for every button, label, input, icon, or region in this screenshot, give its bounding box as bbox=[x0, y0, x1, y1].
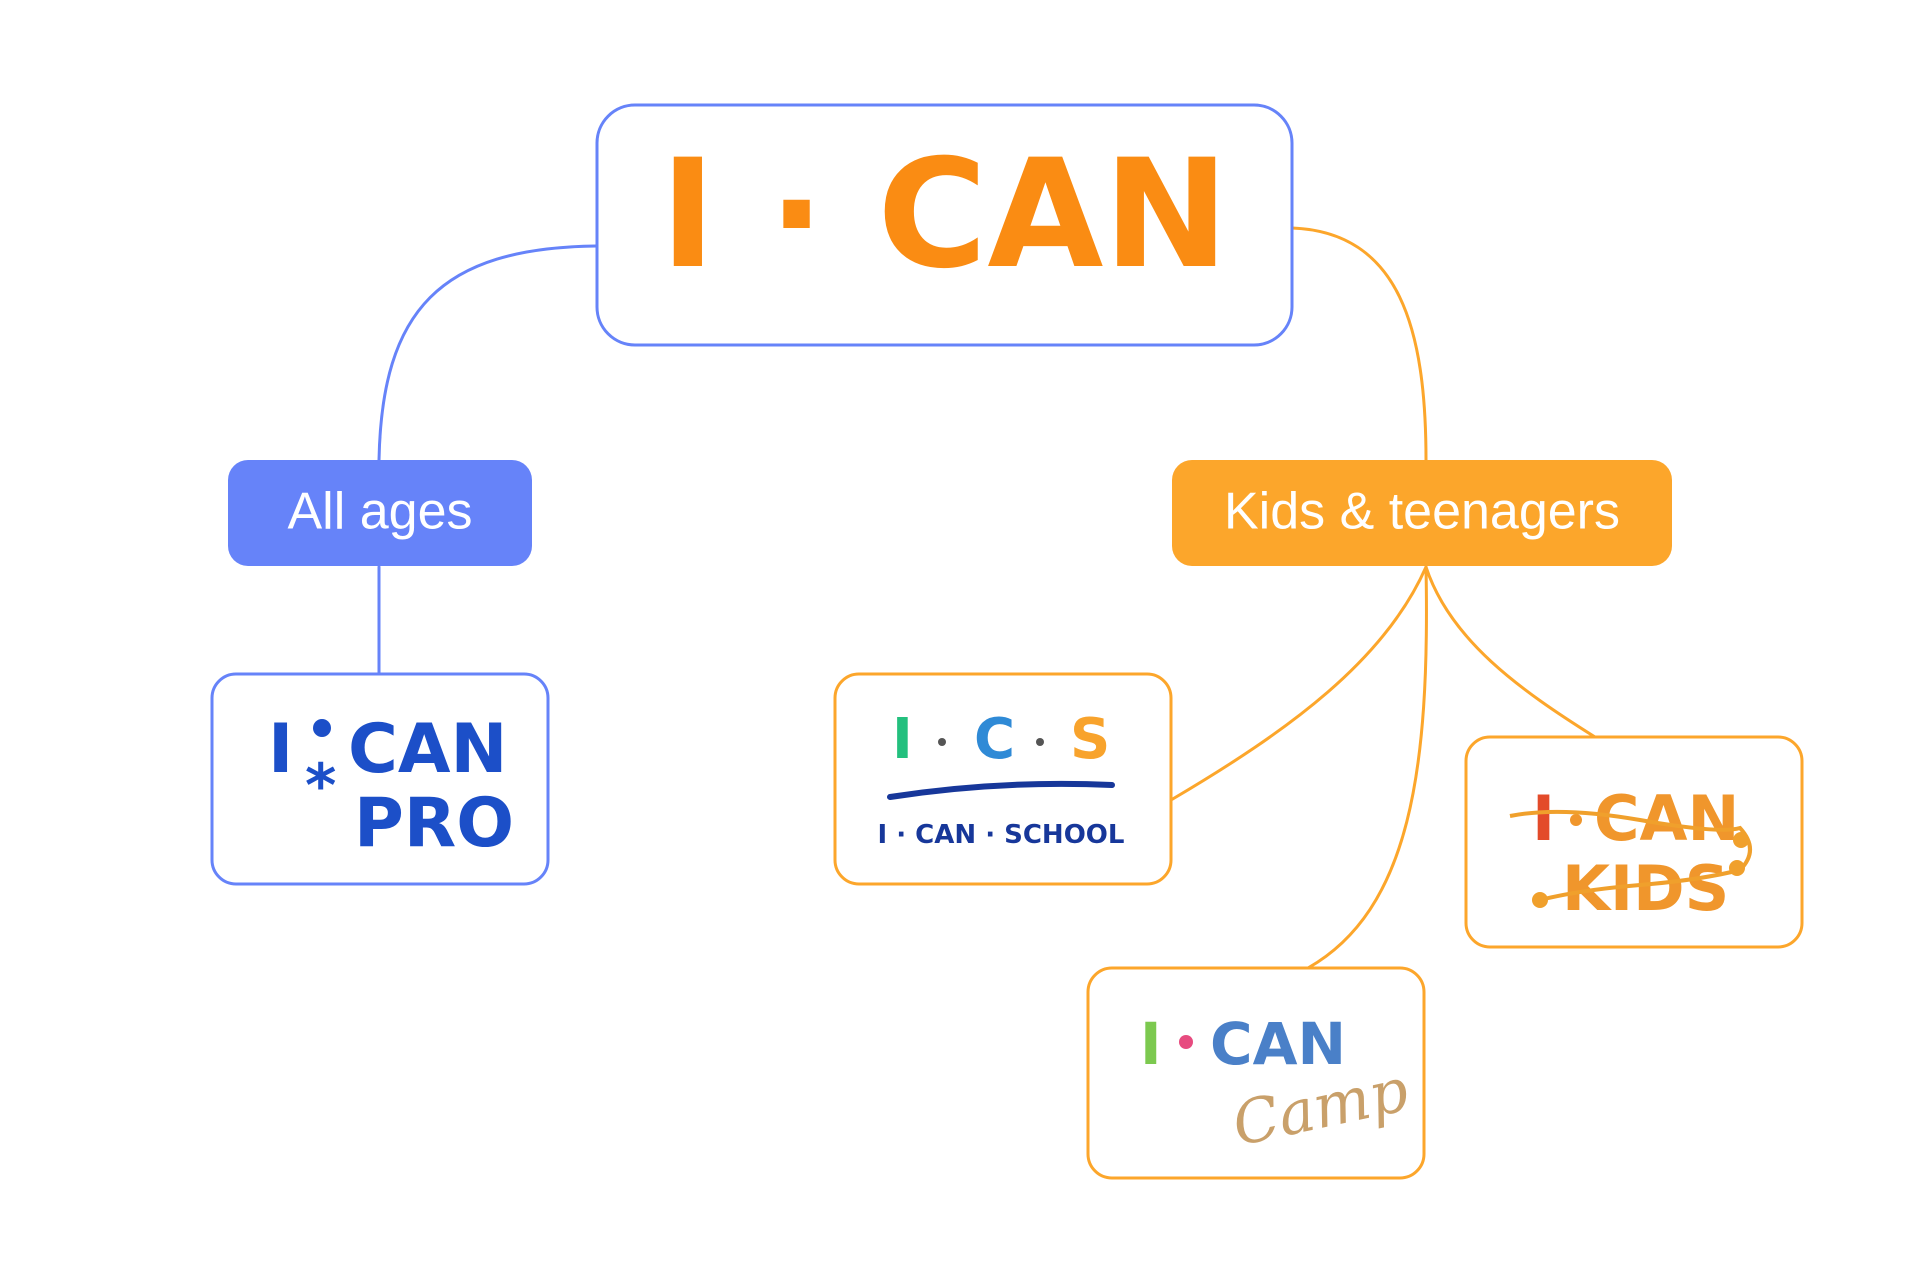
svg-text:I · CAN · SCHOOL: I · CAN · SCHOOL bbox=[878, 820, 1125, 850]
logo-box-i-can-kids: I CAN KIDS bbox=[1464, 735, 1804, 949]
branch-label-kids-teenagers: Kids & teenagers bbox=[1224, 483, 1620, 541]
svg-text:*: * bbox=[305, 751, 336, 821]
svg-text:KIDS: KIDS bbox=[1562, 852, 1729, 925]
connector-kids-to-school bbox=[1169, 565, 1428, 802]
svg-text:C: C bbox=[974, 707, 1015, 772]
root-node: I · CAN bbox=[595, 103, 1294, 347]
connector-kids-to-camp bbox=[1306, 565, 1428, 970]
svg-text:S: S bbox=[1070, 707, 1110, 772]
svg-text:CAN: CAN bbox=[1594, 782, 1739, 855]
branch-node-kids-teenagers: Kids & teenagers bbox=[1172, 460, 1672, 566]
i-can-school-logo: I C S I · CAN · SCHOOL bbox=[878, 707, 1125, 850]
svg-text:CAN: CAN bbox=[1210, 1010, 1346, 1078]
svg-text:I: I bbox=[1140, 1010, 1162, 1078]
branch-node-all-ages: All ages bbox=[228, 460, 532, 566]
branch-label-all-ages: All ages bbox=[288, 483, 473, 541]
i-can-pro-logo: I CAN * PRO bbox=[268, 710, 514, 863]
root-logo-text: I · CAN bbox=[660, 128, 1229, 302]
svg-text:PRO: PRO bbox=[354, 784, 514, 863]
logo-box-i-can-school: I C S I · CAN · SCHOOL bbox=[833, 672, 1173, 886]
svg-text:CAN: CAN bbox=[348, 710, 507, 789]
logo-box-i-can-pro: I CAN * PRO bbox=[210, 672, 550, 886]
svg-text:I: I bbox=[892, 707, 913, 772]
connectors bbox=[377, 226, 1597, 970]
connector-root-to-all-ages bbox=[377, 244, 598, 462]
svg-text:I: I bbox=[268, 710, 293, 789]
connector-root-to-kids bbox=[1290, 226, 1428, 462]
logo-box-i-can-camp: I CAN Camp bbox=[1086, 966, 1426, 1180]
svg-text:I: I bbox=[1532, 782, 1555, 855]
connector-kids-to-kids-logo bbox=[1424, 565, 1597, 739]
i-can-kids-logo: I CAN KIDS bbox=[1509, 782, 1752, 925]
